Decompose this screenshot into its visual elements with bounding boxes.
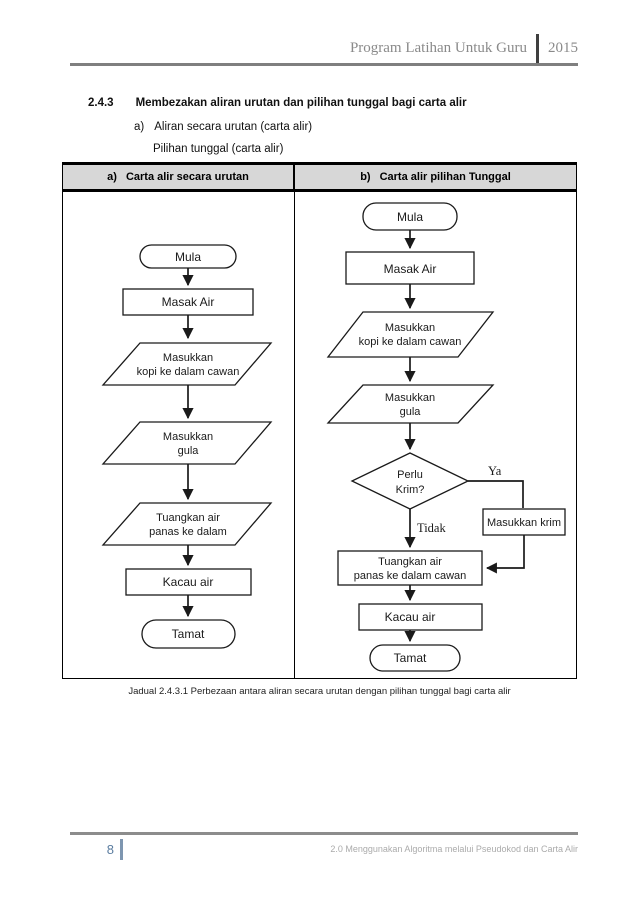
flowchart-selection: Ya Tidak Mula Masak Air Masukkan kopi ke… <box>326 202 566 672</box>
process-shape <box>358 603 483 631</box>
section-number: 2.4.3 <box>88 97 114 109</box>
node-label: kopi ke dalam cawan <box>359 336 462 348</box>
node-label: gula <box>178 445 200 457</box>
node-tuangkan-air: Tuangkan air panas ke dalam cawan <box>337 550 483 586</box>
io-shape <box>326 311 495 358</box>
list-item-a: a) Aliran secara urutan (carta alir) <box>134 121 312 133</box>
process-shape <box>337 550 483 586</box>
list-item-b: Pilihan tunggal (carta alir) <box>153 143 283 155</box>
node-label: Masukkan <box>385 392 435 404</box>
footer-text: 2.0 Menggunakan Algoritma melalui Pseudo… <box>330 844 578 854</box>
node-masukkan-kopi: Masukkan kopi ke dalam cawan <box>101 342 273 386</box>
branch-label-yes: Ya <box>488 464 502 478</box>
node-label: Perlu <box>397 469 423 481</box>
node-label: Masukkan krim <box>487 517 561 529</box>
flowchart-sequence: Mula Masak Air Masukkan kopi ke dalam ca… <box>101 244 273 649</box>
node-masak-air: Masak Air <box>122 288 254 316</box>
node-mula: Mula <box>139 244 237 269</box>
node-label: Masukkan <box>163 352 213 364</box>
node-label: Tuangkan air <box>156 512 220 524</box>
table-caption: Jadual 2.4.3.1 Perbezaan antara aliran s… <box>128 686 511 697</box>
footer-divider-bar <box>120 838 123 860</box>
comparison-table: a) Carta alir secara urutan b) Carta ali… <box>62 162 577 679</box>
node-label: Kacau air <box>385 610 436 624</box>
header-label: Carta alir pilihan Tunggal <box>379 171 511 183</box>
node-kacau-air: Kacau air <box>358 603 483 631</box>
table-header-sequence: a) Carta alir secara urutan <box>63 165 295 189</box>
header-divider-bar <box>536 33 539 63</box>
io-shape <box>326 384 495 424</box>
node-masukkan-gula: Masukkan gula <box>326 384 495 424</box>
page-footer: 8 2.0 Menggunakan Algoritma melalui Pseu… <box>70 838 578 860</box>
node-label: Masukkan <box>385 322 435 334</box>
node-label: Kacau air <box>163 575 214 589</box>
node-tuangkan-air: Tuangkan air panas ke dalam <box>101 502 273 546</box>
node-label: Masukkan <box>163 431 213 443</box>
table-body-row: Mula Masak Air Masukkan kopi ke dalam ca… <box>63 192 576 678</box>
node-masukkan-kopi: Masukkan kopi ke dalam cawan <box>326 311 495 358</box>
node-label: panas ke dalam <box>149 526 227 538</box>
cell-flowchart-sequence: Mula Masak Air Masukkan kopi ke dalam ca… <box>63 192 295 678</box>
krim-return-arrow <box>485 535 525 574</box>
branch-label-no: Tidak <box>417 521 446 535</box>
flow-connectors <box>404 230 525 643</box>
node-tamat: Tamat <box>141 619 236 649</box>
list-item-text: Aliran secara urutan (carta alir) <box>154 121 313 133</box>
node-mula: Mula <box>362 202 458 231</box>
footer-rule <box>70 832 578 835</box>
node-label: Mula <box>397 210 423 224</box>
node-label: kopi ke dalam cawan <box>137 366 240 378</box>
header-title: Program Latihan Untuk Guru <box>349 39 527 56</box>
terminator-shape <box>369 644 461 672</box>
process-shape <box>125 568 252 596</box>
page-header: Program Latihan Untuk Guru 2015 <box>70 33 578 63</box>
section-title: Membezakan aliran urutan dan pilihan tun… <box>135 97 467 109</box>
page-number: 8 <box>106 841 114 857</box>
branch-yes-line <box>468 480 524 508</box>
list-marker: a) <box>134 121 145 133</box>
header-rule <box>70 63 578 66</box>
node-tamat: Tamat <box>369 644 461 672</box>
node-label: gula <box>400 406 422 418</box>
process-shape <box>345 251 475 285</box>
header-label: Carta alir secara urutan <box>125 171 249 183</box>
terminator-shape <box>362 202 458 231</box>
decision-shape <box>350 452 470 510</box>
header-prefix: a) <box>107 171 117 183</box>
io-shape <box>101 502 273 546</box>
node-masukkan-krim: Masukkan krim <box>482 508 566 536</box>
node-perlu-krim-decision: Perlu Krim? <box>350 452 470 510</box>
node-masukkan-gula: Masukkan gula <box>101 421 273 465</box>
node-label: Tuangkan air <box>378 556 442 568</box>
node-label: Tamat <box>394 651 427 665</box>
process-shape <box>482 508 566 536</box>
node-kacau-air: Kacau air <box>125 568 252 596</box>
terminator-shape <box>141 619 236 649</box>
node-label: panas ke dalam cawan <box>354 570 467 582</box>
node-label: Masak Air <box>384 262 437 276</box>
node-masak-air: Masak Air <box>345 251 475 285</box>
io-shape <box>101 421 273 465</box>
node-label: Krim? <box>396 484 425 496</box>
list-item-text: Pilihan tunggal (carta alir) <box>153 143 284 155</box>
table-header-row: a) Carta alir secara urutan b) Carta ali… <box>63 162 576 192</box>
terminator-shape <box>139 244 237 269</box>
table-header-selection: b) Carta alir pilihan Tunggal <box>295 165 576 189</box>
section-heading: 2.4.3 Membezakan aliran urutan dan pilih… <box>88 97 598 109</box>
cell-flowchart-selection: Ya Tidak Mula Masak Air Masukkan kopi ke… <box>295 192 577 678</box>
header-prefix: b) <box>360 171 371 183</box>
io-shape <box>101 342 273 386</box>
node-label: Mula <box>175 250 201 264</box>
header-year: 2015 <box>548 39 578 56</box>
node-label: Masak Air <box>162 295 215 309</box>
process-shape <box>122 288 254 316</box>
node-label: Tamat <box>172 627 205 641</box>
